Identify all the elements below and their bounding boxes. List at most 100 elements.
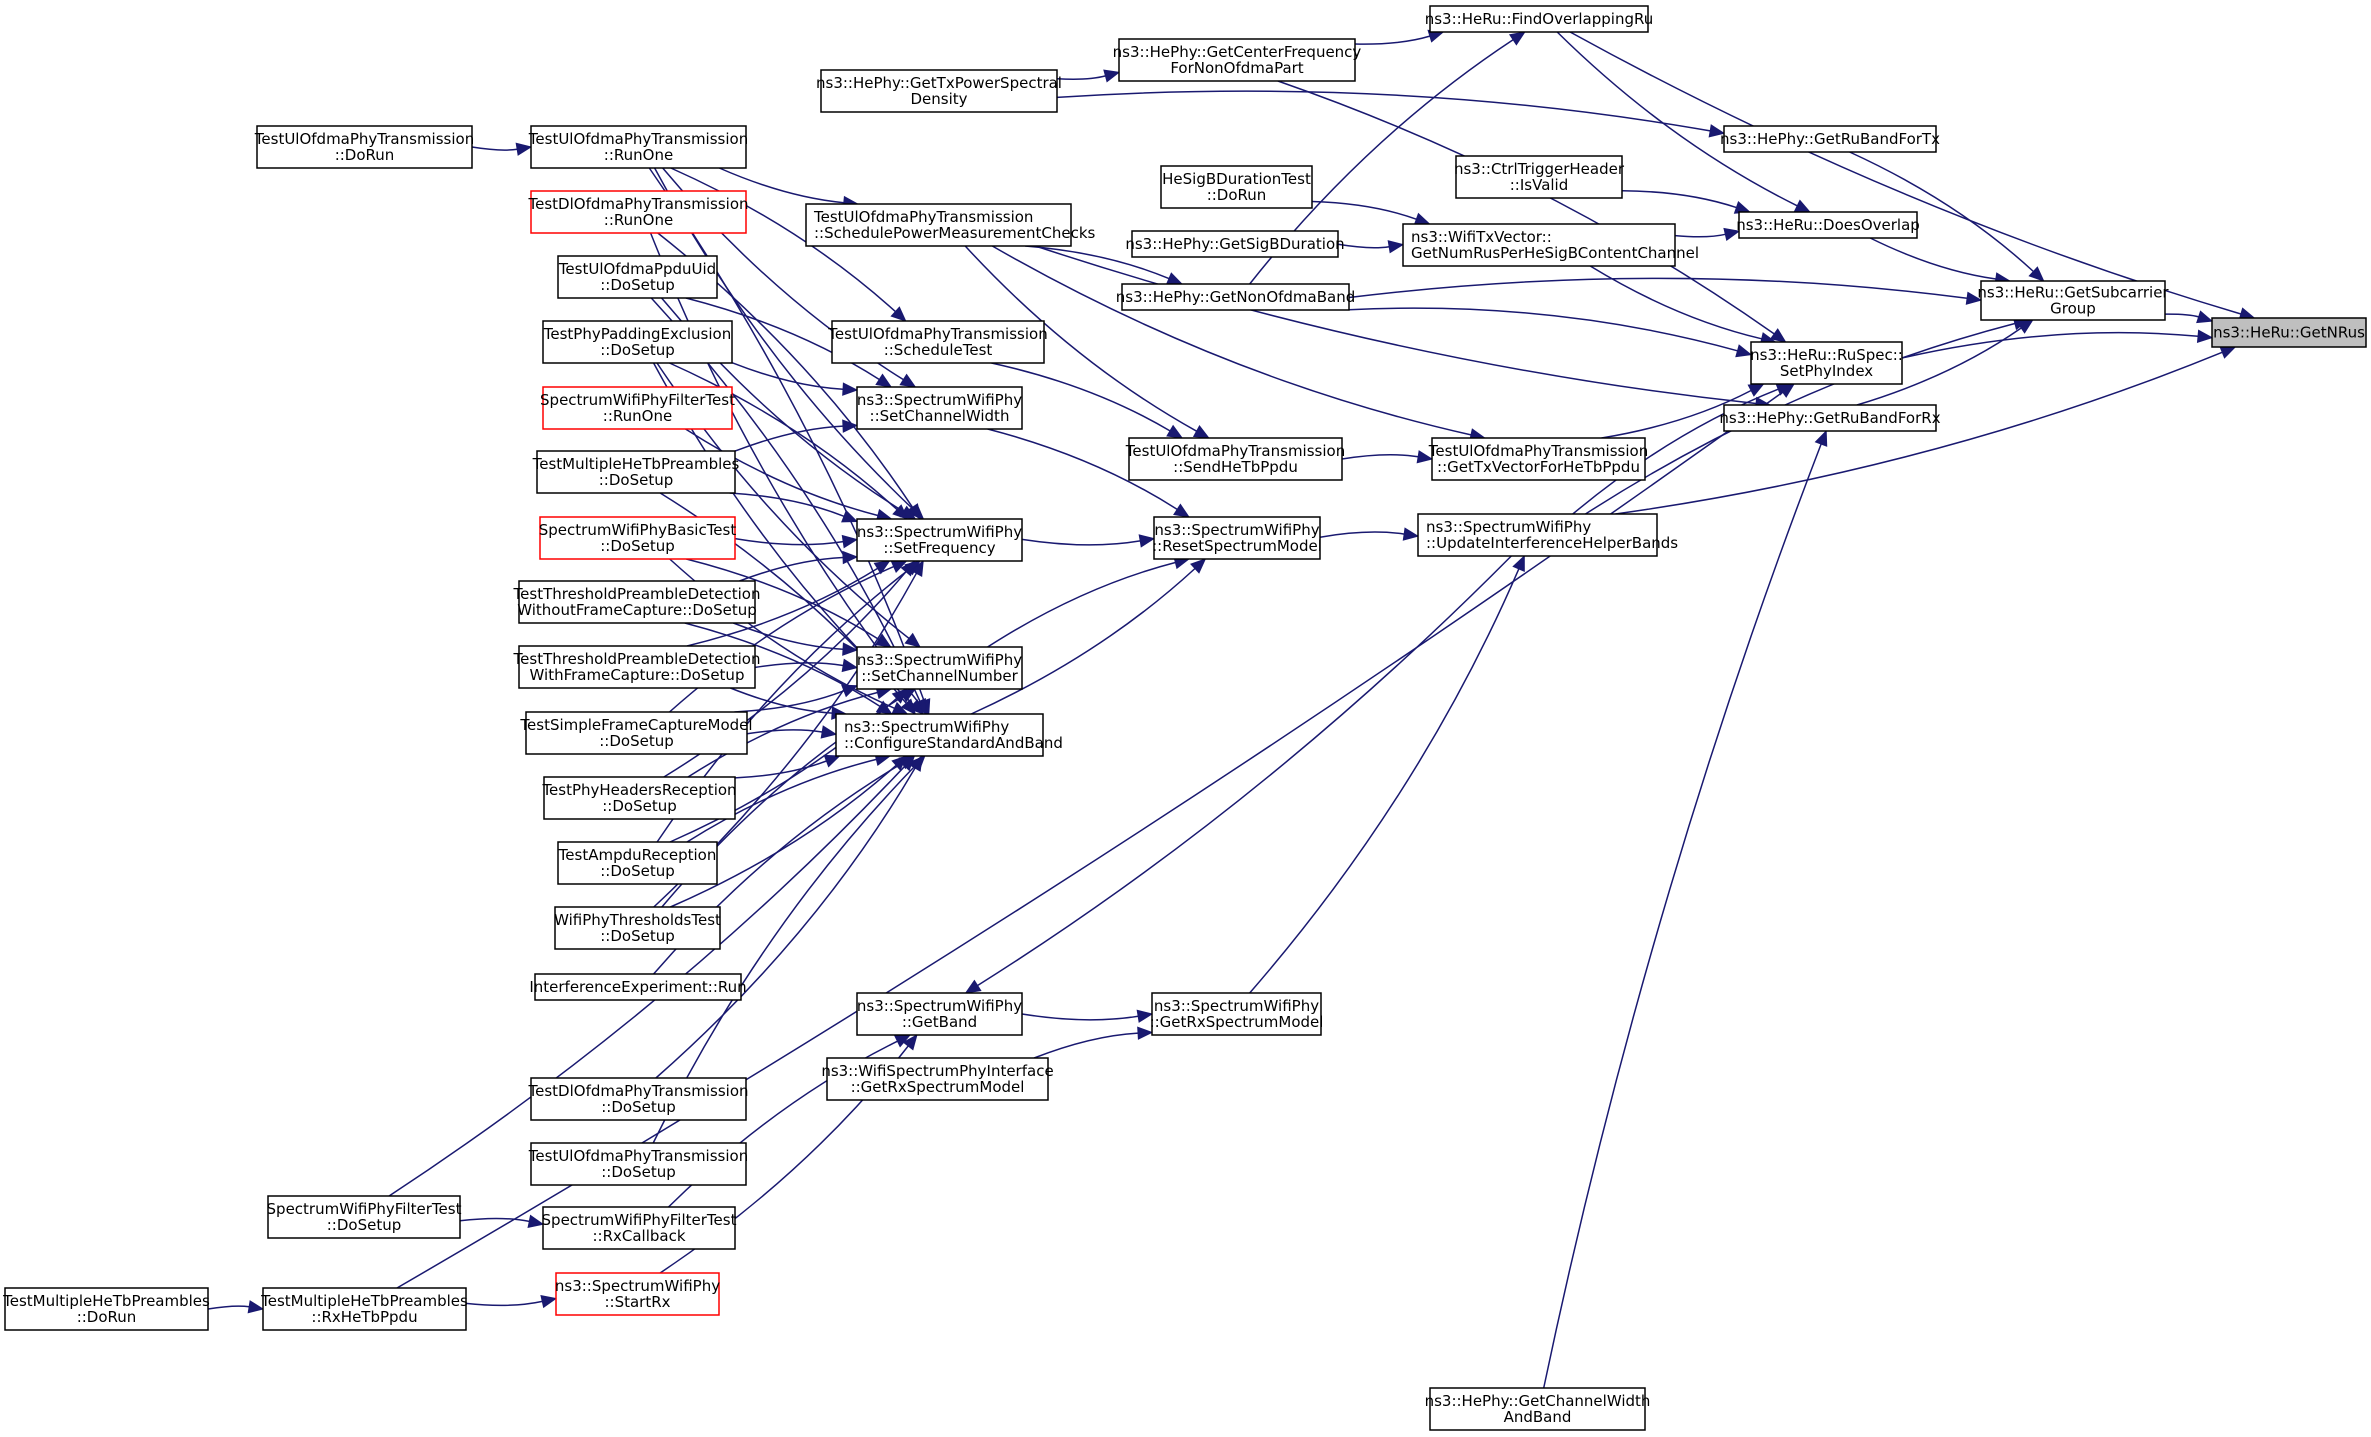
arrowhead-icon [841, 534, 859, 549]
node-rxhetbppdu[interactable]: TestMultipleHeTbPreambles::RxHeTbPpdu [260, 1287, 468, 1331]
arrowhead-icon [1103, 69, 1121, 83]
node-label: ::DoSetup [600, 537, 675, 555]
arrowhead-icon [515, 142, 533, 156]
edge-line [1354, 35, 1431, 45]
node-getrxspectrum[interactable]: ns3::SpectrumWifiPhy::GetRxSpectrumModel [1150, 992, 1324, 1036]
node-box [1128, 437, 1343, 481]
node-getcenterfreq[interactable]: ns3::HePhy::GetCenterFrequencyForNonOfdm… [1113, 38, 1362, 82]
node-sendhetbppdu[interactable]: TestUlOfdmaPhyTransmission::SendHeTbPpdu [1125, 437, 1345, 481]
node-ppduuid[interactable]: TestUlOfdmaPpduUid::DoSetup [557, 255, 718, 299]
node-rxcallback[interactable]: SpectrumWifiPhyFilterTest::RxCallback [542, 1206, 737, 1250]
node-thresholds[interactable]: WifiPhyThresholdsTest::DoSetup [554, 906, 721, 950]
edge-line [977, 555, 1512, 987]
node-hesigbtest[interactable]: HeSigBDurationTest::DoRun [1160, 165, 1313, 209]
node-ampdu[interactable]: TestAmpduReception::DoSetup [557, 841, 718, 885]
arrowhead-icon [1165, 272, 1184, 285]
node-multihetb_setup[interactable]: TestMultipleHeTbPreambles::DoSetup [532, 450, 740, 494]
node-box [542, 320, 733, 364]
node-wsphyif[interactable]: ns3::WifiSpectrumPhyInterface::GetRxSpec… [821, 1057, 1054, 1101]
node-ul_dorun[interactable]: TestUlOfdmaPhyTransmission::DoRun [254, 125, 474, 169]
edge-line [718, 167, 844, 204]
node-multihetb_dorun[interactable]: TestMultipleHeTbPreambles::DoRun [2, 1287, 210, 1331]
node-getrubandfortx[interactable]: ns3::HePhy::GetRuBandForTx [1720, 125, 1940, 153]
node-box [557, 255, 718, 299]
node-label: WifiPhyThresholdsTest [554, 911, 721, 929]
node-setphyindex[interactable]: ns3::HeRu::RuSpec::SetPhyIndex [1750, 341, 1903, 385]
node-box [1431, 437, 1646, 481]
node-ul_dosetup[interactable]: TestUlOfdmaPhyTransmission::DoSetup [528, 1142, 748, 1186]
arrowhead-icon [892, 504, 909, 520]
node-ul_runone[interactable]: TestUlOfdmaPhyTransmission::RunOne [528, 125, 748, 169]
node-getnonofdmaband[interactable]: ns3::HePhy::GetNonOfdmaBand [1116, 283, 1356, 311]
node-getnrus[interactable]: ns3::HeRu::GetNRus [2211, 317, 2367, 348]
edge-line [1542, 443, 1822, 1389]
node-configstdband[interactable]: ns3::SpectrumWifiPhy::ConfigureStandardA… [835, 713, 1063, 757]
node-doesoverlap[interactable]: ns3::HeRu::DoesOverlap [1736, 211, 1920, 239]
node-box [1151, 992, 1322, 1036]
node-basictest[interactable]: SpectrumWifiPhyBasicTest::DoSetup [539, 516, 737, 560]
edge-line [964, 245, 1197, 432]
edge-ul_dorun-to-ul_runone [471, 142, 533, 156]
edge-line [1621, 190, 1737, 209]
node-schedpower[interactable]: TestUlOfdmaPhyTransmission::SchedulePowe… [805, 203, 1096, 247]
node-getsigbduration[interactable]: ns3::HePhy::GetSigBDuration [1125, 230, 1345, 258]
node-getband[interactable]: ns3::SpectrumWifiPhy::GetBand [856, 992, 1023, 1036]
edge-line [670, 764, 897, 908]
node-dl_dosetup[interactable]: TestDlOfdmaPhyTransmission::DoSetup [528, 1077, 749, 1121]
node-label: ::RunOne [604, 146, 673, 164]
arrowhead-icon [823, 754, 841, 768]
edge-line [686, 758, 877, 843]
node-getnumrus[interactable]: ns3::WifiTxVector::GetNumRusPerHeSigBCon… [1402, 223, 1699, 267]
node-ctrltrigger[interactable]: ns3::CtrlTriggerHeader::IsValid [1454, 155, 1625, 199]
edge-line [684, 622, 881, 708]
node-setchannelnumber[interactable]: ns3::SpectrumWifiPhy::SetChannelNumber [856, 646, 1023, 690]
node-updateinterference[interactable]: ns3::SpectrumWifiPhy::UpdateInterference… [1417, 513, 1678, 557]
node-headers[interactable]: TestPhyHeadersReception::DoSetup [541, 776, 737, 820]
node-box [554, 906, 721, 950]
node-box [1153, 516, 1321, 560]
node-label: ::DoRun [1207, 186, 1267, 204]
edge-resetspectrum-to-updateinterference [1319, 527, 1420, 541]
node-with_fc[interactable]: TestThresholdPreambleDetectionWithFrameC… [513, 645, 761, 689]
node-label: ns3::SpectrumWifiPhy [1154, 521, 1319, 539]
node-gettxvector[interactable]: TestUlOfdmaPhyTransmission::GetTxVectorF… [1428, 437, 1648, 481]
node-findoverlappingru[interactable]: ns3::HeRu::FindOverlappingRu [1425, 5, 1654, 33]
node-setchannelwidth[interactable]: ns3::SpectrumWifiPhy::SetChannelWidth [856, 386, 1023, 430]
node-box [530, 125, 747, 169]
node-label: Group [2050, 300, 2096, 318]
edge-basictest-to-setchannelnumber [686, 558, 892, 648]
arrowhead-icon [909, 755, 926, 772]
node-box [555, 1272, 720, 1316]
node-getrubandforrx[interactable]: ns3::HePhy::GetRuBandForRx [1719, 404, 1941, 432]
node-box [831, 320, 1045, 364]
node-label: ns3::SpectrumWifiPhy [555, 1277, 720, 1295]
node-box [539, 516, 736, 560]
node-label: TestUlOfdmaPhyTransmission [528, 1147, 748, 1165]
node-resetspectrum[interactable]: ns3::SpectrumWifiPhy::ResetSpectrumModel [1152, 516, 1322, 560]
node-interference[interactable]: InterferenceExperiment::Run [529, 973, 747, 1001]
node-setfrequency[interactable]: ns3::SpectrumWifiPhy::SetFrequency [856, 518, 1023, 562]
node-filter_runone[interactable]: SpectrumWifiPhyFilterTest::RunOne [540, 386, 735, 430]
node-simplefc[interactable]: TestSimpleFrameCaptureModel::DoSetup [519, 711, 753, 755]
edge-gettxpsd-to-getcenterfreq [1056, 69, 1121, 83]
node-box [542, 386, 733, 430]
edge-line [1674, 233, 1726, 238]
node-dl_runone[interactable]: TestDlOfdmaPhyTransmission::RunOne [528, 190, 749, 234]
edge-line [734, 690, 845, 713]
edge-line [1869, 237, 1997, 280]
node-label: TestPhyHeadersReception [541, 781, 736, 799]
node-label: TestAmpduReception [558, 846, 717, 864]
node-scheduletest[interactable]: TestUlOfdmaPhyTransmission::ScheduleTest [827, 320, 1048, 364]
node-padding[interactable]: TestPhyPaddingExclusion::DoSetup [542, 320, 733, 364]
edge-line [734, 425, 844, 452]
arrowhead-icon [899, 755, 916, 772]
node-without_fc[interactable]: TestThresholdPreambleDetectionWithoutFra… [513, 580, 761, 624]
node-startrx[interactable]: ns3::SpectrumWifiPhy::StartRx [555, 1272, 720, 1316]
node-filter_dosetup[interactable]: SpectrumWifiPhyFilterTest::DoSetup [267, 1195, 462, 1239]
edge-line [1021, 1013, 1139, 1021]
nodes-layer: ns3::HeRu::GetNRus ns3::HeRu::GetSubcarri… [2, 5, 2367, 1431]
edge-schedpower-to-getnonofdmaband [1025, 245, 1184, 285]
